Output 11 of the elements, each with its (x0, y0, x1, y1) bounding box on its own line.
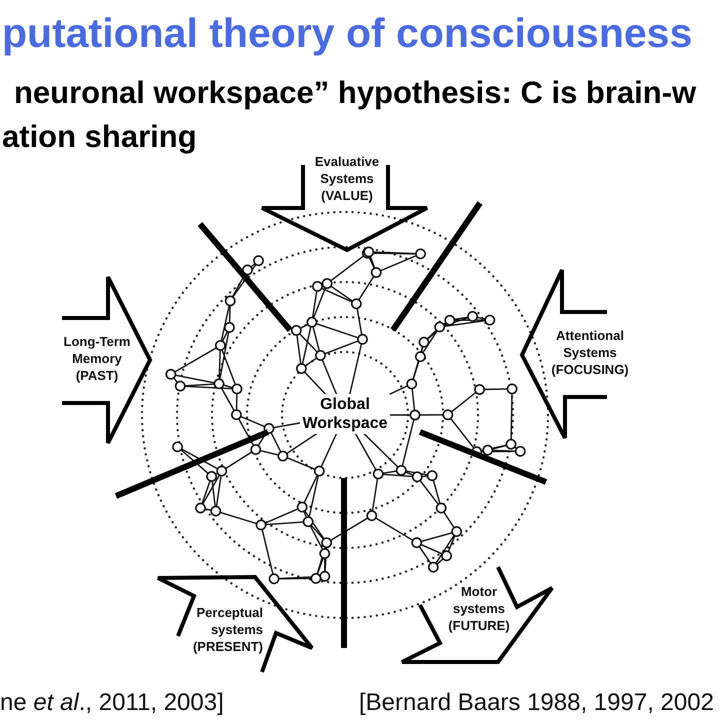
workspace-label: Global Workspace (300, 394, 390, 434)
arrow-label: Perceptual systems (PRESENT) (192, 604, 263, 655)
subtitle-text: ation sharing (2, 121, 197, 152)
arrow-label: Evaluative Systems (VALUE) (314, 153, 380, 204)
arrow-label: Motor systems (FUTURE) (447, 583, 511, 634)
citation-text: ne et al., 2011, 2003] (0, 691, 224, 715)
arrow-label: Attentional Systems (FOCUSING) (550, 327, 630, 378)
arrow-label: Long-Term Memory (PAST) (62, 333, 132, 384)
citation-text: [Bernard Baars 1988, 1997, 2002 (359, 691, 714, 715)
subtitle-text: neuronal workspace” hypothesis: C is brain-w (14, 77, 696, 108)
slide-title: putational theory of consciousness (2, 13, 692, 54)
